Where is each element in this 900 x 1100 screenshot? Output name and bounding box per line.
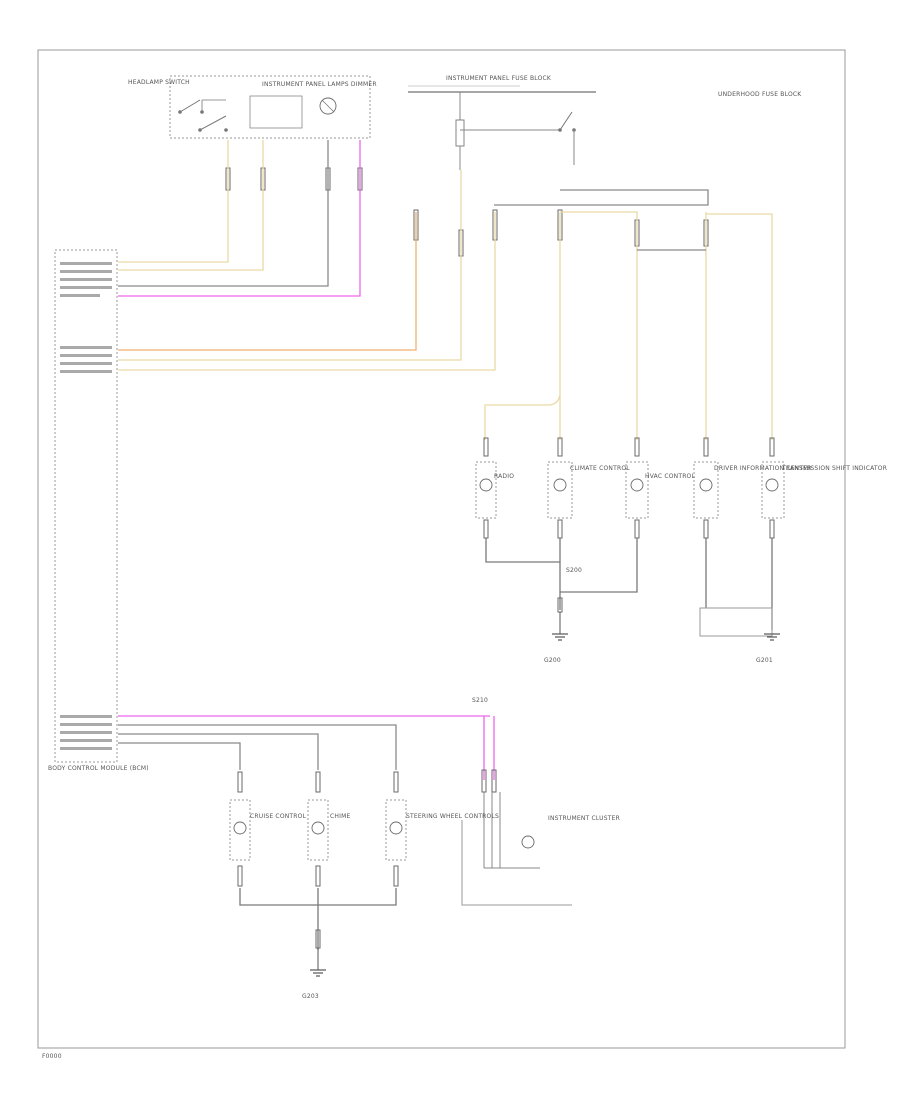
- fuse-elements: [455, 92, 576, 170]
- lower-module-wires: [118, 715, 490, 770]
- lower-ground-wires: [239, 888, 397, 977]
- module-pin-group-top: [60, 262, 112, 750]
- splice-label-1: S200: [566, 567, 582, 574]
- ground-symbol-2: [764, 633, 780, 641]
- lamp-label-2: CLIMATE CONTROL: [570, 465, 630, 472]
- headlamp-switch-box: [169, 75, 371, 139]
- upper-lamps: [475, 461, 785, 519]
- dimmer-label: INSTRUMENT PANEL LAMPS DIMMER: [262, 81, 377, 88]
- lower-lamp-label-3: STEERING WHEEL CONTROLS: [406, 813, 499, 820]
- switch-connectors: [225, 167, 363, 191]
- ground-label-1: G200: [544, 657, 561, 664]
- diagram-frame: [37, 49, 846, 1049]
- upper-ground-wires: [485, 538, 773, 637]
- lamp-label-3: HVAC CONTROL: [645, 473, 695, 480]
- diagram-code: F0000: [42, 1053, 62, 1060]
- upper-lamp-connectors: [483, 437, 775, 539]
- switch-wires: [118, 140, 361, 297]
- fuse-block-side-label: UNDERHOOD FUSE BLOCK: [718, 91, 802, 98]
- headlamp-switch-internals: [178, 95, 337, 132]
- ground-label-2: G201: [756, 657, 773, 664]
- lamp-feed-wires: [484, 211, 773, 440]
- ground-label-3: G203: [302, 993, 319, 1000]
- lamp-label-5: TRANSMISSION SHIFT INDICATOR: [781, 465, 887, 472]
- module-label: BODY CONTROL MODULE (BCM): [48, 765, 149, 772]
- headlamp-switch-label: HEADLAMP SWITCH: [128, 79, 190, 86]
- lower-lamp-connectors: [237, 771, 399, 887]
- cluster-block: [461, 716, 572, 906]
- lower-lamps: [229, 799, 407, 861]
- lamp-label-1: RADIO: [494, 473, 514, 480]
- fuse-block-label: INSTRUMENT PANEL FUSE BLOCK: [446, 75, 552, 82]
- ground-symbol-1: [552, 597, 568, 641]
- lower-lamp-label-2: CHIME: [330, 813, 350, 820]
- fuse-to-module-wires: [118, 170, 496, 371]
- cluster-label: INSTRUMENT CLUSTER: [548, 815, 620, 822]
- lower-lamp-label-1: CRUISE CONTROL: [250, 813, 307, 820]
- module-block: [54, 249, 118, 763]
- fuse-distribution-wire: [494, 189, 709, 206]
- cluster-splice-label: S210: [472, 697, 488, 704]
- lamp-label-4: DRIVER INFORMATION CENTER: [714, 465, 812, 472]
- fuse-output-connectors: [413, 209, 709, 257]
